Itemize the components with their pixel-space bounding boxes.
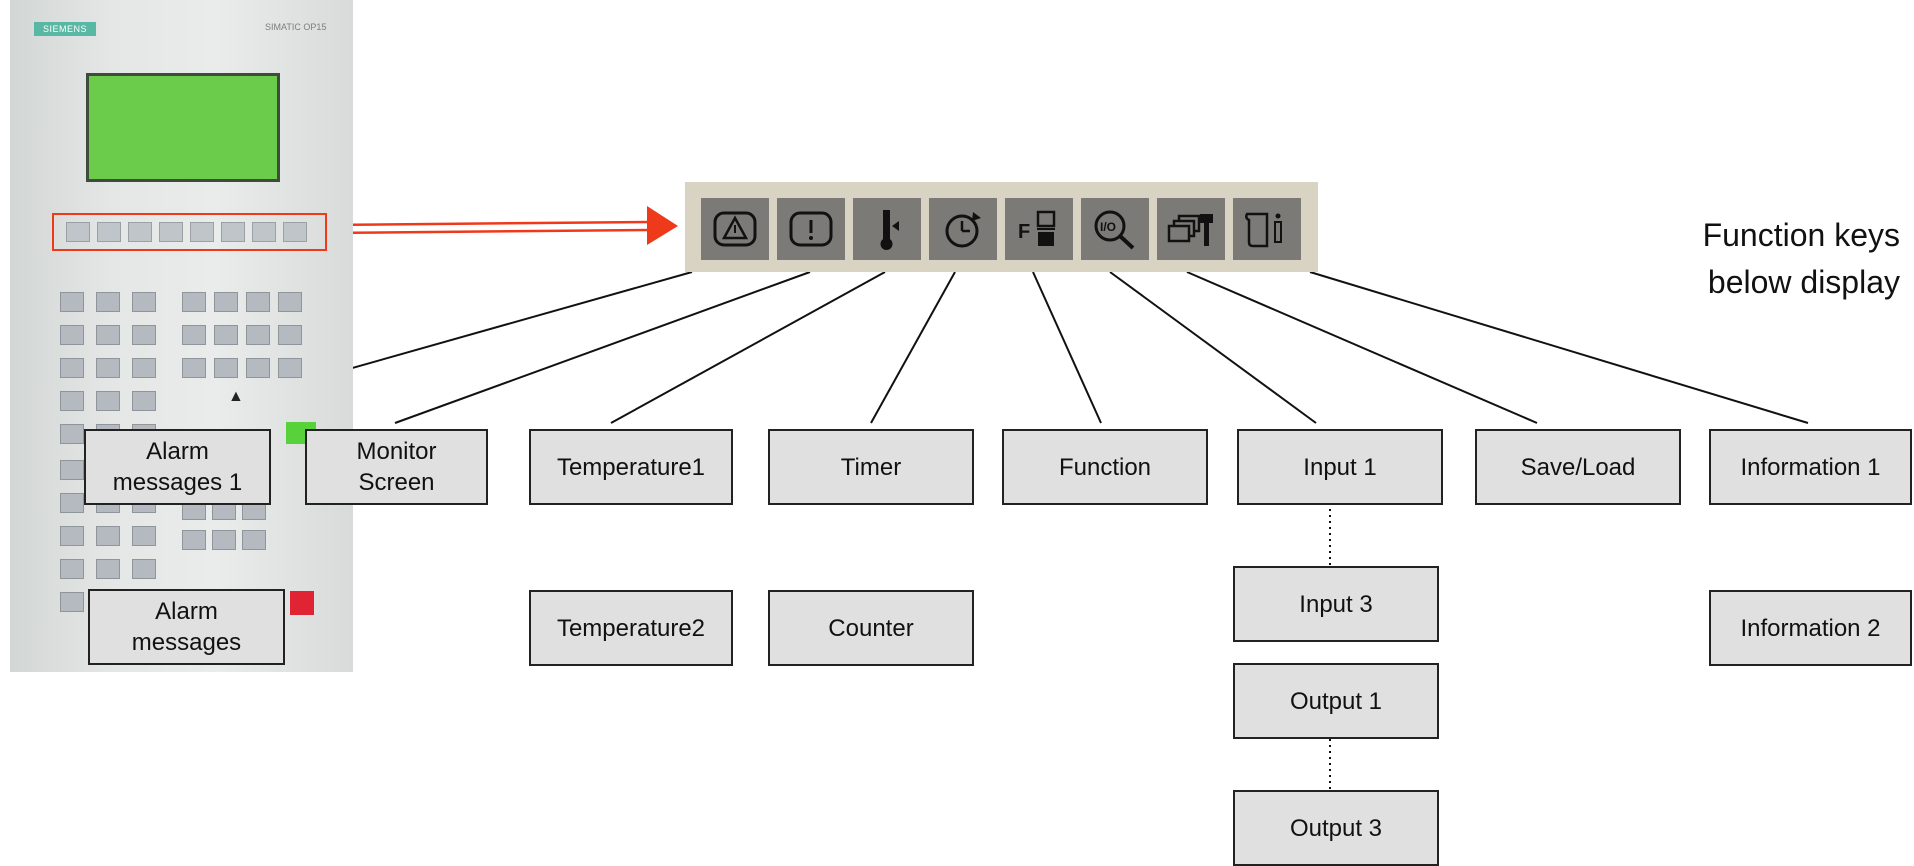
device-key [182,292,206,312]
input-3-box: Input 3 [1233,566,1439,642]
device-fkey [159,222,183,242]
device-fkey [66,222,90,242]
device-key [132,391,156,411]
function-f-icon: F [1005,198,1073,260]
device-key [96,559,120,579]
information-2-box: Information 2 [1709,590,1912,666]
device-red-key [290,591,314,615]
svg-text:I/O: I/O [1100,220,1116,234]
device-function-key-row [66,222,307,242]
function-box: Function [1002,429,1208,505]
device-key [132,526,156,546]
device-key [96,391,120,411]
device-fkey [221,222,245,242]
device-brand-logo: SIEMENS [34,22,96,36]
io-magnifier-icon: I/O [1081,198,1149,260]
device-key [60,559,84,579]
device-key [60,424,84,444]
information-1-box: Information 1 [1709,429,1912,505]
device-fkey [252,222,276,242]
function-key-highlight-box [52,213,327,251]
device-up-arrow-icon: ▲ [228,388,244,405]
device-display [86,73,280,182]
device-key [96,358,120,378]
connector-monitor [394,271,811,424]
device-key [278,292,302,312]
device-key [182,530,206,550]
connector-save [1186,271,1538,424]
device-key [246,325,270,345]
device-key [242,530,266,550]
alarm-messages-box: Alarm messages [88,589,285,665]
operator-panel-photo: SIEMENS SIMATIC OP15 ▲ [10,0,353,672]
svg-text:F: F [1018,221,1030,243]
connector-temperature [610,271,886,424]
device-key [60,493,84,513]
device-key [60,292,84,312]
device-fkey [283,222,307,242]
exclamation-screen-icon [777,198,845,260]
temperature2-box: Temperature2 [529,590,733,666]
device-key [246,292,270,312]
device-key [96,526,120,546]
device-key [132,559,156,579]
highlight-arrow-shaft-top [324,220,651,227]
device-key [132,325,156,345]
device-key [182,325,206,345]
device-key [182,358,206,378]
device-fkey [190,222,214,242]
alarm-messages-1-box: Alarm messages 1 [84,429,271,505]
device-key [60,592,84,612]
device-key [132,358,156,378]
device-key [212,530,236,550]
device-key [214,325,238,345]
device-key [132,292,156,312]
counter-box: Counter [768,590,974,666]
diagram-caption: Function keys below display [1702,217,1900,300]
save-load-box: Save/Load [1475,429,1681,505]
output-1-box: Output 1 [1233,663,1439,739]
function-key-strip: F I/O [685,182,1318,272]
connector-info [1309,271,1809,424]
thermometer-icon [853,198,921,260]
device-key [60,358,84,378]
device-key [278,358,302,378]
highlight-arrow-head [647,206,678,245]
device-fkey [97,222,121,242]
clock-timer-icon [929,198,997,260]
device-key [96,292,120,312]
device-key [214,358,238,378]
timer-box: Timer [768,429,974,505]
connector-input [1109,271,1317,424]
document-info-icon [1233,198,1301,260]
connector-function [1032,271,1102,424]
input-1-box: Input 1 [1237,429,1443,505]
output-3-box: Output 3 [1233,790,1439,866]
device-fkey [128,222,152,242]
device-key [246,358,270,378]
monitor-screen-box: Monitor Screen [305,429,488,505]
device-key [278,325,302,345]
device-key [60,460,84,480]
windows-wrench-icon [1157,198,1225,260]
temperature1-box: Temperature1 [529,429,733,505]
warning-triangle-icon [701,198,769,260]
device-key [214,292,238,312]
device-model-label: SIMATIC OP15 [265,22,327,32]
highlight-arrow-shaft-bottom [324,228,651,235]
device-key [96,325,120,345]
device-key [60,526,84,546]
device-key [60,391,84,411]
device-key [60,325,84,345]
connector-timer [870,271,956,424]
